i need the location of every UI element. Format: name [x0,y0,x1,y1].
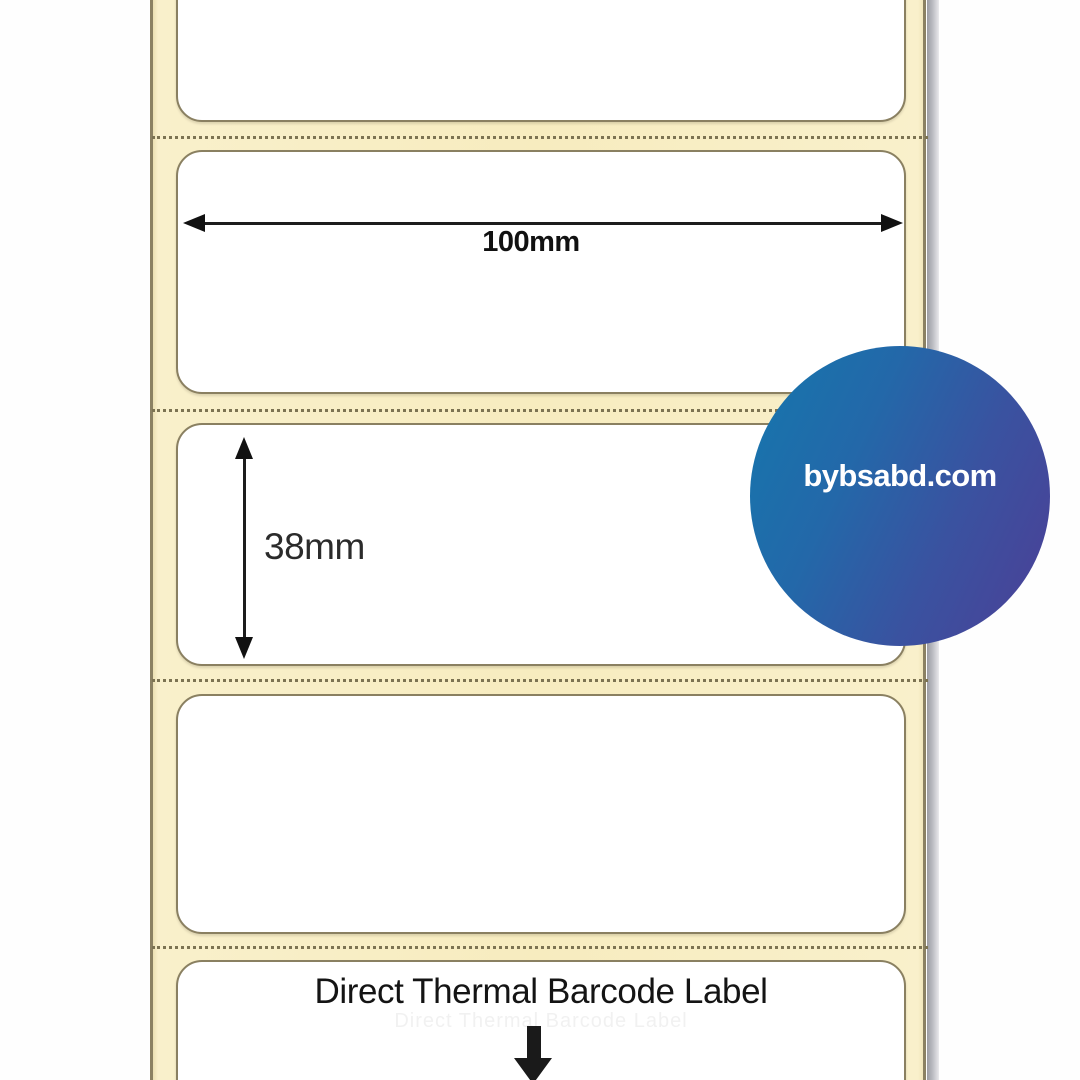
arrow-shaft [527,1026,541,1062]
perforation-line [152,409,928,412]
product-caption: Direct Thermal Barcode Label [314,972,768,1011]
height-dimension-label: 38mm [264,526,365,567]
feed-direction-down-arrow-icon [514,1026,552,1080]
width-dimension-arrow [183,214,903,232]
arrow-down-icon [235,637,253,659]
arrow-right-icon [881,214,903,232]
perforation-line [152,946,928,949]
liner-left-edge [150,0,153,1080]
caption-ghost-artifact: Direct Thermal Barcode Label [394,1010,688,1032]
arrow-head [514,1058,552,1080]
arrow-left-icon [183,214,205,232]
perforation-line [152,136,928,139]
label-face [176,0,906,122]
watermark-badge: bybsabd.com [750,346,1050,646]
height-dimension-arrow [235,437,253,659]
watermark-text: bybsabd.com [803,458,997,493]
dimension-line [243,449,246,647]
dimension-line [195,222,891,225]
label-face [176,694,906,934]
arrow-up-icon [235,437,253,459]
perforation-line [152,679,928,682]
width-dimension-label: 100mm [482,226,580,258]
label-face [176,150,906,394]
